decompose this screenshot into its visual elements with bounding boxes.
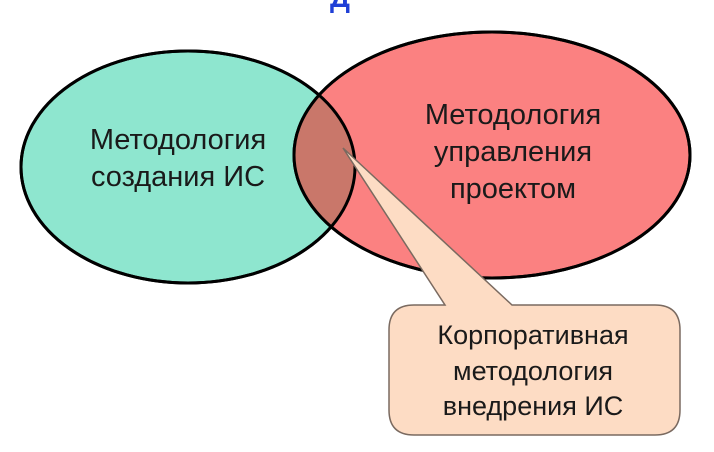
- right-label-line-1: Методология: [424, 99, 602, 131]
- callout-label: Корпоративная методология внедрения ИС: [398, 318, 668, 425]
- left-circle-label: Методология создания ИС: [60, 122, 296, 196]
- callout-label-line-3: внедрения ИС: [442, 391, 624, 422]
- callout-label-line-2: методология: [453, 355, 613, 386]
- right-label-line-2: управления: [433, 136, 593, 169]
- left-label-line-2: создания ИС: [90, 161, 266, 194]
- right-circle-label: Методология управления проектом: [398, 97, 628, 208]
- right-label-line-3: проектом: [449, 173, 577, 206]
- left-label-line-1: Методология: [89, 124, 267, 156]
- right-circle-outline: [292, 30, 692, 280]
- callout-box: [342, 147, 681, 436]
- callout-label-line-1: Корпоративная: [437, 320, 629, 350]
- cropped-title-fragment: Д: [330, 0, 350, 14]
